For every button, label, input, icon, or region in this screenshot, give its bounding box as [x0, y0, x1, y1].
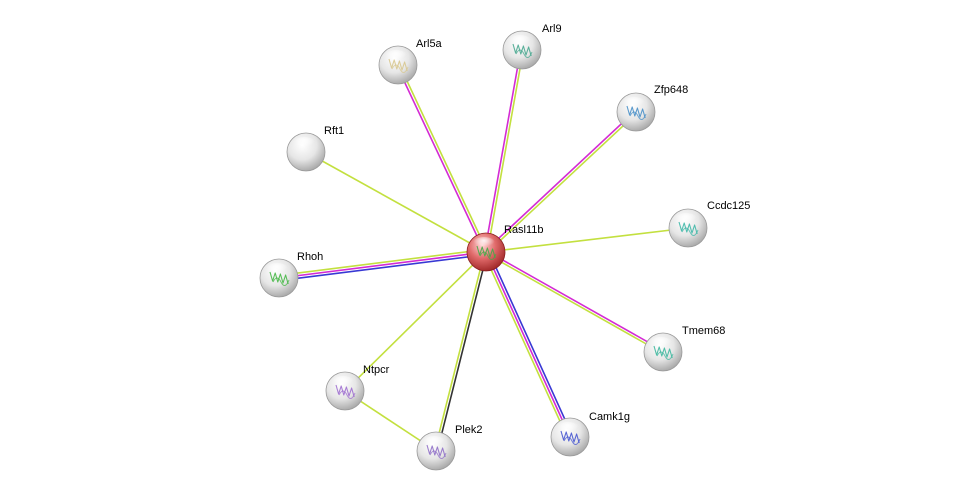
protein-structure-detail: [338, 390, 356, 399]
edge-line-textmining: [486, 112, 638, 254]
edge-line-database: [487, 250, 574, 437]
protein-structure-icon: [560, 430, 580, 444]
edge-rasl11b-zfp648[interactable]: [484, 110, 638, 254]
node-ntpcr[interactable]: Ntpcr: [325, 364, 390, 411]
node-highlight: [266, 263, 288, 275]
node-label-zfp648: Zfp648: [654, 84, 688, 96]
edge-line-experiments: [483, 49, 522, 252]
edge-rasl11b-plek2[interactable]: [433, 251, 489, 452]
edge-line-textmining: [398, 64, 488, 252]
node-tmem68[interactable]: Tmem68: [643, 325, 725, 372]
edge-rasl11b-rhoh[interactable]: [278, 248, 487, 282]
node-rhoh[interactable]: Rhoh: [259, 251, 323, 298]
node-ccdc125[interactable]: Ccdc125: [668, 200, 750, 248]
edge-rasl11b-tmem68[interactable]: [485, 250, 664, 354]
protein-structure-icon: [476, 245, 496, 259]
protein-structure-icon: [653, 345, 673, 359]
edge-line-textmining: [485, 227, 689, 253]
edge-rasl11b-ccdc125[interactable]: [485, 227, 689, 253]
node-label-tmem68: Tmem68: [682, 325, 725, 337]
protein-structure-detail: [681, 227, 699, 236]
nodes-layer: Arl5a Arl9Zfp648Rft1Ccdc125RhohTmem68Ntpc…: [259, 23, 750, 471]
node-highlight: [509, 35, 531, 47]
node-plek2[interactable]: Plek2: [416, 424, 483, 471]
edge-rasl11b-camk1g[interactable]: [482, 250, 574, 439]
node-highlight: [385, 50, 407, 62]
node-highlight: [557, 422, 579, 434]
protein-structure-icon: [626, 105, 646, 119]
node-highlight: [675, 213, 697, 225]
protein-structure-icon: [512, 43, 532, 57]
node-rft1[interactable]: Rft1: [286, 125, 344, 172]
edge-line-textmining: [433, 251, 486, 451]
protein-structure-icon: [269, 271, 289, 285]
edge-line-coexpression: [436, 252, 489, 452]
protein-structure-detail: [272, 277, 290, 286]
protein-structure-icon: [388, 58, 408, 72]
node-label-arl5a: Arl5a: [416, 38, 443, 50]
node-highlight: [650, 337, 672, 349]
edge-line-experiments: [485, 251, 571, 438]
node-rasl11b[interactable]: Rasl11b: [466, 224, 544, 272]
edge-line-textmining: [278, 248, 486, 277]
node-highlight: [473, 237, 495, 249]
protein-structure-icon: [426, 444, 446, 458]
node-label-ccdc125: Ccdc125: [707, 200, 750, 212]
edge-rasl11b-ntpcr[interactable]: [344, 251, 487, 392]
protein-structure-detail: [429, 450, 447, 459]
protein-structure-icon: [335, 384, 355, 398]
edge-line-experiments: [486, 250, 664, 352]
edges-layer: [278, 49, 689, 452]
edge-line-experiments: [484, 110, 636, 252]
edge-line-textmining: [485, 252, 663, 354]
node-highlight: [623, 97, 645, 109]
node-label-rasl11b: Rasl11b: [504, 224, 544, 236]
protein-structure-detail: [391, 64, 409, 73]
edge-line-experiments: [278, 251, 487, 279]
edge-line-textmining: [482, 252, 569, 439]
node-label-arl9: Arl9: [542, 23, 562, 35]
node-label-ntpcr: Ntpcr: [363, 364, 390, 376]
protein-structure-icon: [678, 221, 698, 235]
node-label-rft1: Rft1: [324, 125, 344, 137]
node-highlight: [332, 376, 354, 388]
node-camk1g[interactable]: Camk1g: [550, 411, 630, 457]
edge-rasl11b-arl9[interactable]: [483, 49, 525, 253]
node-arl9[interactable]: Arl9: [502, 23, 562, 70]
protein-structure-detail: [479, 251, 497, 260]
node-label-rhoh: Rhoh: [297, 251, 323, 263]
protein-structure-detail: [629, 111, 647, 120]
edge-rasl11b-arl5a[interactable]: [396, 64, 488, 253]
edge-line-textmining: [344, 251, 487, 392]
edge-line-textmining: [486, 50, 525, 253]
node-highlight: [293, 137, 315, 149]
edge-line-experiments: [396, 65, 486, 253]
node-label-camk1g: Camk1g: [589, 411, 630, 423]
node-label-plek2: Plek2: [455, 424, 483, 436]
node-arl5a[interactable]: Arl5a: [378, 38, 443, 85]
edge-rasl11b-rft1[interactable]: [305, 151, 487, 253]
node-highlight: [423, 436, 445, 448]
protein-structure-detail: [563, 436, 581, 445]
edge-line-database: [279, 253, 487, 282]
edge-line-textmining: [305, 151, 487, 253]
protein-structure-detail: [515, 49, 533, 58]
protein-structure-detail: [656, 351, 674, 360]
node-zfp648[interactable]: Zfp648: [616, 84, 688, 132]
